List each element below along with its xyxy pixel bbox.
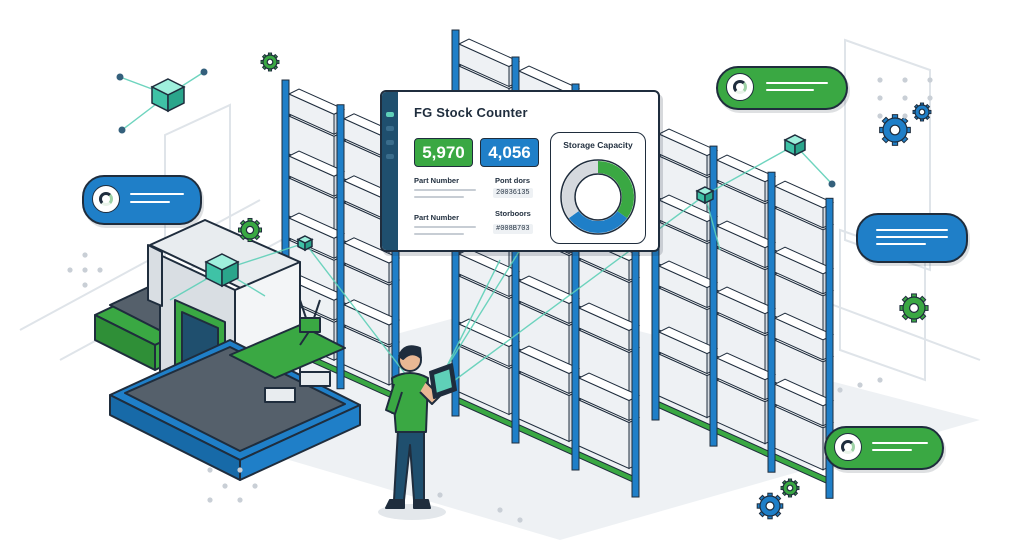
decor-dot xyxy=(97,267,103,273)
donut-chart-icon xyxy=(834,433,862,461)
donut-outline xyxy=(560,159,636,235)
sidebar-item[interactable] xyxy=(386,112,394,117)
cube-nodes xyxy=(150,78,807,288)
storage-capacity-donut xyxy=(560,159,636,235)
gears xyxy=(237,52,932,520)
donut-chart-icon xyxy=(92,185,120,213)
status-bubble xyxy=(824,426,944,470)
fg-stock-dashboard: FG Stock Counter 5,970 4,056 Part Number… xyxy=(380,90,660,252)
gear-icon xyxy=(756,492,784,520)
donut-inner-outline xyxy=(574,173,622,221)
donut-chart-icon xyxy=(726,73,754,101)
decor-dot xyxy=(837,387,843,393)
link-line xyxy=(304,242,411,381)
field-label: Part Number xyxy=(414,176,460,185)
link-line xyxy=(454,194,706,381)
decor-dot xyxy=(497,507,503,513)
decor-dot xyxy=(82,282,88,288)
decor-dot xyxy=(67,267,73,273)
rack-post xyxy=(336,104,345,390)
gear-icon xyxy=(260,52,280,72)
kpi-value-secondary: 4,056 xyxy=(480,138,539,167)
link-line xyxy=(704,194,721,251)
link-node xyxy=(116,73,124,81)
sidebar-item[interactable] xyxy=(386,140,394,145)
decor-dot xyxy=(927,95,933,101)
decorative-dots xyxy=(67,77,933,523)
status-bubble xyxy=(856,213,968,263)
decor-dot xyxy=(877,113,883,119)
decor-dot xyxy=(82,252,88,258)
decor-dot xyxy=(877,77,883,83)
link-node xyxy=(200,68,208,76)
decor-dot xyxy=(902,113,908,119)
link-line xyxy=(444,249,521,371)
donut-segment xyxy=(597,161,634,219)
field-label: Part Number xyxy=(414,213,460,222)
gear-icon xyxy=(879,114,911,146)
rack-post xyxy=(571,83,580,471)
rack-post xyxy=(709,145,718,447)
link-node xyxy=(118,126,126,134)
decor-dot xyxy=(222,483,228,489)
decor-dot xyxy=(857,382,863,388)
decor-dot xyxy=(877,95,883,101)
status-bubble xyxy=(82,175,202,225)
decor-dot xyxy=(237,467,243,473)
cube-node-icon xyxy=(695,186,715,205)
decor-dot xyxy=(82,267,88,273)
rack xyxy=(651,119,835,499)
donut-segment xyxy=(562,161,599,219)
link-line xyxy=(444,259,501,371)
cube-node-icon xyxy=(150,78,186,113)
decor-dot xyxy=(902,95,908,101)
decor-dot xyxy=(207,467,213,473)
storage-capacity-card: Storage Capacity xyxy=(550,132,646,244)
gear-icon xyxy=(780,478,800,498)
decor-dot xyxy=(517,517,523,523)
conveyor-machine xyxy=(94,219,361,481)
text-line xyxy=(414,233,464,235)
dashboard-title: FG Stock Counter xyxy=(414,105,528,120)
status-bubble xyxy=(716,66,848,110)
data-links xyxy=(116,68,836,381)
link-line xyxy=(704,144,796,196)
dashboard-sidebar xyxy=(382,92,398,250)
sidebar-item[interactable] xyxy=(386,154,394,159)
cube-node-icon xyxy=(204,253,240,288)
cube-node-icon xyxy=(783,134,807,157)
gear-icon xyxy=(899,293,929,323)
gear-icon xyxy=(912,102,932,122)
rack-post xyxy=(825,197,834,499)
sidebar-item[interactable] xyxy=(386,126,394,131)
decor-dot xyxy=(252,483,258,489)
link-node xyxy=(828,180,836,188)
decor-dot xyxy=(437,492,443,498)
storage-capacity-title: Storage Capacity xyxy=(563,140,633,150)
field-label: Storboors xyxy=(495,209,531,218)
worker-with-tablet xyxy=(378,345,457,520)
decor-dot xyxy=(207,497,213,503)
field-label: Pont dors xyxy=(495,176,530,185)
text-line xyxy=(414,226,476,228)
cube-node-icon xyxy=(296,235,314,252)
decor-dot xyxy=(877,377,883,383)
rack-post xyxy=(767,171,776,473)
gear-icon xyxy=(237,217,263,243)
field-value: #008B703 xyxy=(493,224,533,234)
decor-dot xyxy=(902,77,908,83)
decor-dot xyxy=(927,77,933,83)
text-line xyxy=(414,189,476,191)
decor-dot xyxy=(237,497,243,503)
text-line xyxy=(414,196,464,198)
field-value: 20036135 xyxy=(493,188,533,198)
kpi-value-primary: 5,970 xyxy=(414,138,473,167)
donut-segment xyxy=(568,210,628,233)
